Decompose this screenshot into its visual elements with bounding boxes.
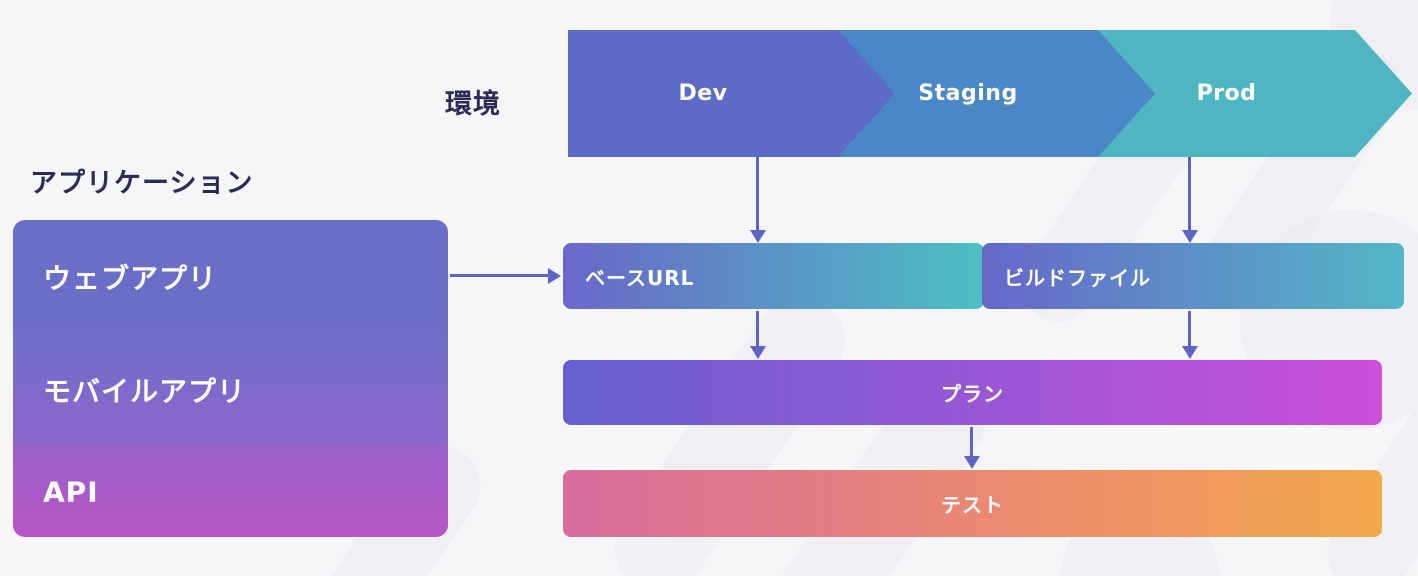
stack-item-api[interactable]: API [43,475,99,509]
environment-heading: 環境 [445,89,501,120]
arrow-baseurl-to-plan [756,311,759,347]
application-stack-middle-band [13,333,448,445]
stack-item-web-app[interactable]: ウェブアプリ [43,262,218,295]
stack-item-mobile-app[interactable]: モバイルアプリ [43,375,247,408]
pipeline-stage-staging-label: Staging [918,81,1018,106]
application-stack[interactable]: ウェブアプリ モバイルアプリ API [13,220,448,537]
node-build-file-label: ビルドファイル [1004,265,1151,290]
arrow-webapp-to-baseurl [450,274,549,277]
pipeline-stage-prod-label: Prod [1196,81,1257,106]
arrow-buildfile-to-plan [1188,311,1191,347]
node-plan-label: プラン [941,382,1004,406]
pipeline-stage-staging[interactable]: Staging [838,30,1155,157]
node-test-label: テスト [941,493,1004,517]
arrow-prod-to-buildfile [1188,157,1191,231]
pipeline-stage-dev-label: Dev [678,81,728,106]
arrow-plan-to-test [970,427,973,457]
node-base-url[interactable]: ベースURL [563,243,984,309]
node-base-url-label: ベースURL [585,265,695,290]
pipeline-stage-dev[interactable]: Dev [568,30,895,157]
node-test[interactable]: テスト [563,470,1382,537]
application-heading: アプリケーション [30,168,254,199]
node-build-file[interactable]: ビルドファイル [982,243,1404,309]
arrow-dev-to-baseurl [756,157,759,231]
node-plan[interactable]: プラン [563,360,1382,425]
